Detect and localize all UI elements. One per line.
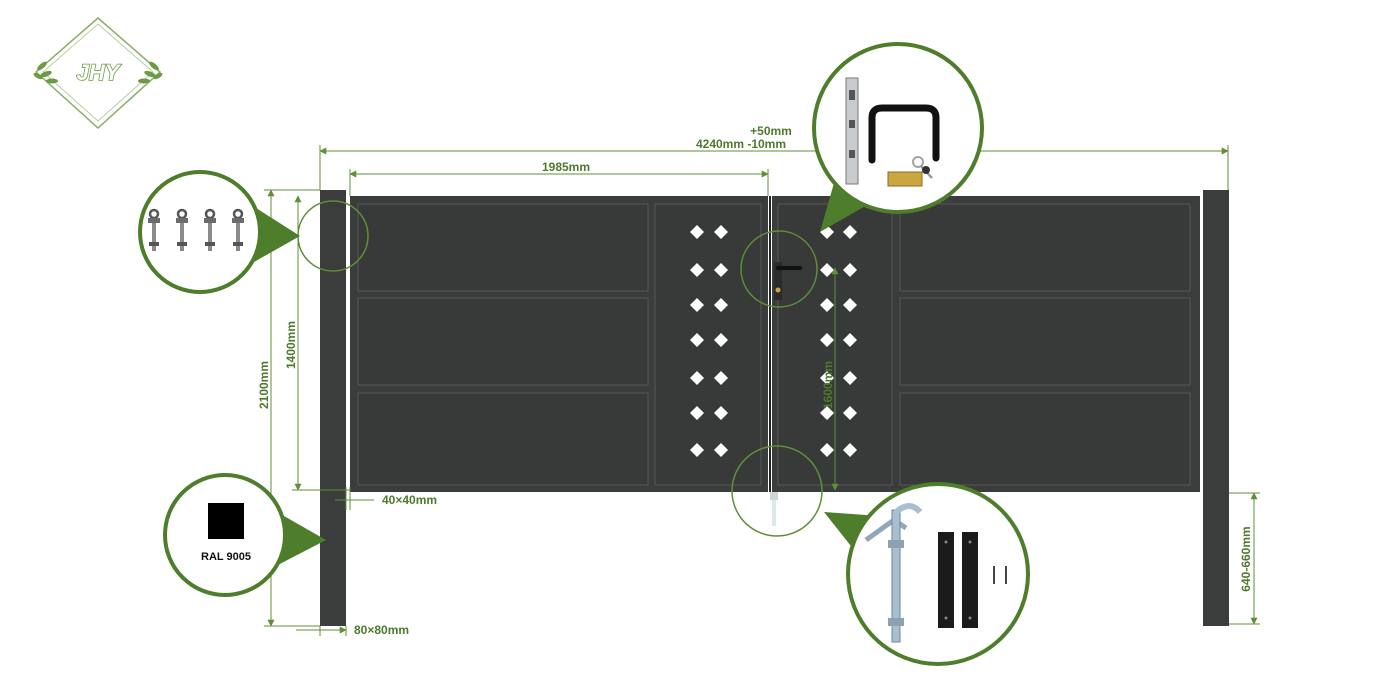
drop-bolt-highlight-ring bbox=[731, 445, 823, 537]
lock-handle-set-icon bbox=[845, 77, 940, 187]
gate-leaf-left bbox=[350, 196, 768, 492]
leaf-width-label: 1985mm bbox=[542, 160, 590, 174]
gate-drop-bolt-icon bbox=[770, 492, 778, 526]
center-height-label: 1600mm bbox=[821, 361, 835, 409]
drop-bolt-callout bbox=[824, 482, 1030, 666]
total-width-tolerance-label: +50mm bbox=[750, 124, 792, 138]
gate-handle-icon bbox=[774, 262, 802, 300]
lock-highlight-ring bbox=[740, 230, 818, 308]
color-callout: RAL 9005 bbox=[163, 473, 326, 597]
post-burial-label: 640-660mm bbox=[1239, 526, 1253, 591]
gate-leaf-right bbox=[772, 196, 1200, 492]
left-post bbox=[320, 190, 346, 626]
right-post bbox=[1203, 190, 1229, 626]
logo-text: JHY bbox=[77, 60, 122, 85]
hinge-bolts-icon bbox=[148, 208, 244, 251]
post-profile-label: 80×80mm bbox=[354, 623, 409, 637]
total-width-label: 4240mm -10mm bbox=[696, 137, 786, 151]
jhy-logo: JHY bbox=[33, 17, 163, 130]
frame-profile-label: 40×40mm bbox=[382, 493, 437, 507]
laurel-left-icon bbox=[33, 61, 58, 84]
color-swatch-label: RAL 9005 bbox=[201, 551, 251, 563]
total-height-label: 2100mm bbox=[257, 361, 271, 409]
panel-height-label: 1400mm bbox=[284, 321, 298, 369]
drop-bolt-set-icon bbox=[864, 503, 1007, 643]
laurel-right-icon bbox=[138, 61, 163, 84]
color-swatch bbox=[208, 503, 244, 539]
hinge-callout bbox=[138, 170, 300, 294]
lock-callout bbox=[812, 42, 984, 232]
